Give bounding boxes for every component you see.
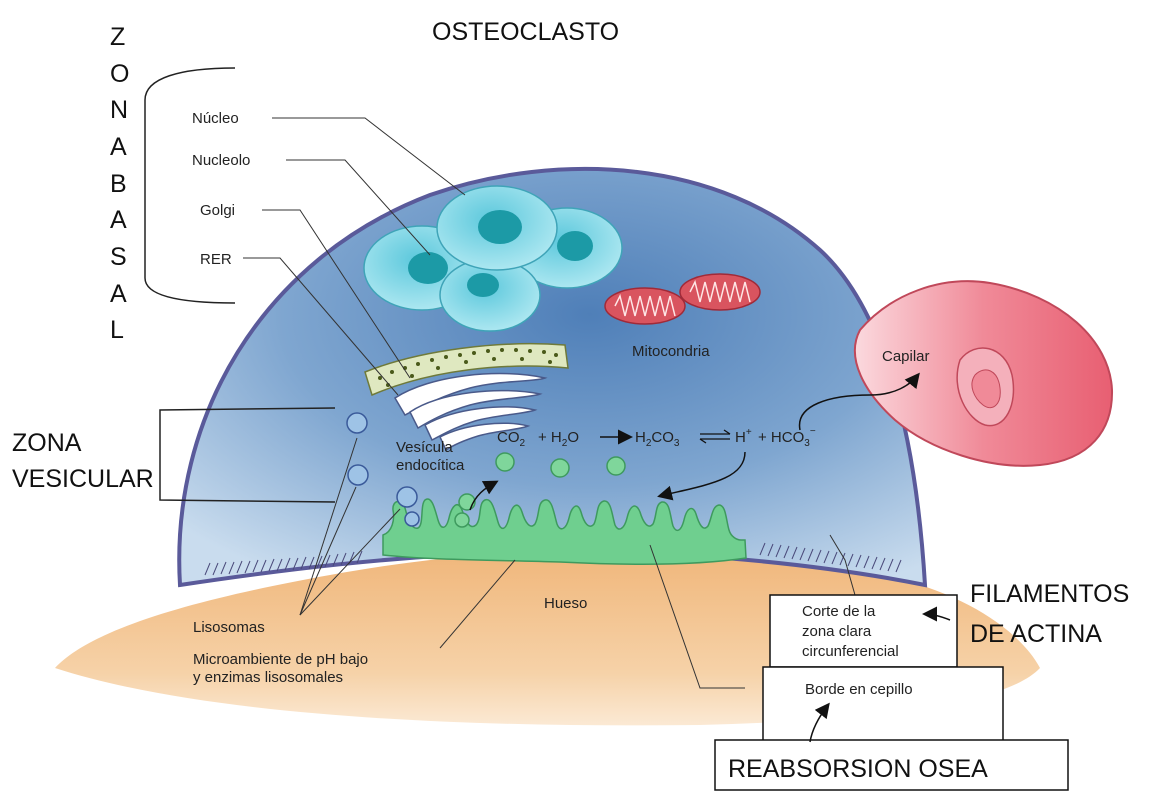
lysosome	[405, 512, 419, 526]
label-circunferencial: circunferencial	[802, 643, 899, 660]
vesicle	[459, 494, 475, 510]
reabsorcion-label: REABSORSION OSEA	[728, 755, 988, 783]
label-golgi: Golgi	[200, 202, 235, 219]
zona-basal-letter: O	[110, 60, 129, 88]
reaction-equation: CO2 + H2O H2CO3 H+ + HCO3−	[497, 426, 816, 449]
label-hueso: Hueso	[544, 595, 587, 612]
vesicle	[496, 453, 514, 471]
zona-basal-letter: Z	[110, 23, 125, 51]
label-corte: Corte de la	[802, 603, 876, 620]
label-zona-clara: zona clara	[802, 623, 872, 640]
filamentos-line1: FILAMENTOS	[970, 580, 1129, 608]
zona-basal-letter: L	[110, 316, 124, 344]
zona-basal-letter: N	[110, 96, 128, 124]
filamentos-line2: DE ACTINA	[970, 620, 1102, 648]
label-capilar: Capilar	[882, 348, 930, 365]
vesicle	[455, 513, 469, 527]
nucleolus	[557, 231, 593, 261]
borde-box	[763, 667, 1003, 750]
label-nucleo: Núcleo	[192, 110, 239, 127]
label-nucleolo: Nucleolo	[192, 152, 250, 169]
nucleolus	[408, 252, 448, 284]
label-lisosomas: Lisosomas	[193, 619, 265, 636]
lysosome	[348, 465, 368, 485]
label-mitocondria: Mitocondria	[632, 343, 710, 360]
vesicle	[551, 459, 569, 477]
label-endocitica: endocítica	[396, 457, 465, 474]
vesicle	[607, 457, 625, 475]
zona-basal-letter: A	[110, 133, 127, 161]
label-rer: RER	[200, 251, 232, 268]
label-vesicula: Vesícula	[396, 439, 453, 456]
lysosome	[347, 413, 367, 433]
nucleolus	[478, 210, 522, 244]
zona-basal-letter: S	[110, 243, 127, 271]
label-borde: Borde en cepillo	[805, 681, 913, 698]
zona-vesicular-line1: ZONA	[12, 429, 82, 457]
zona-basal-letter: B	[110, 170, 127, 198]
label-enzimas: y enzimas lisosomales	[193, 669, 343, 686]
zona-basal-label: Z O N A B A S A L	[110, 23, 129, 344]
label-microambiente: Microambiente de pH bajo	[193, 651, 368, 668]
zona-basal-letter: A	[110, 206, 127, 234]
nucleolus	[467, 273, 499, 297]
diagram-title: OSTEOCLASTO	[432, 18, 619, 46]
zona-basal-letter: A	[110, 280, 127, 308]
lysosome	[397, 487, 417, 507]
zona-vesicular-line2: VESICULAR	[12, 465, 154, 493]
